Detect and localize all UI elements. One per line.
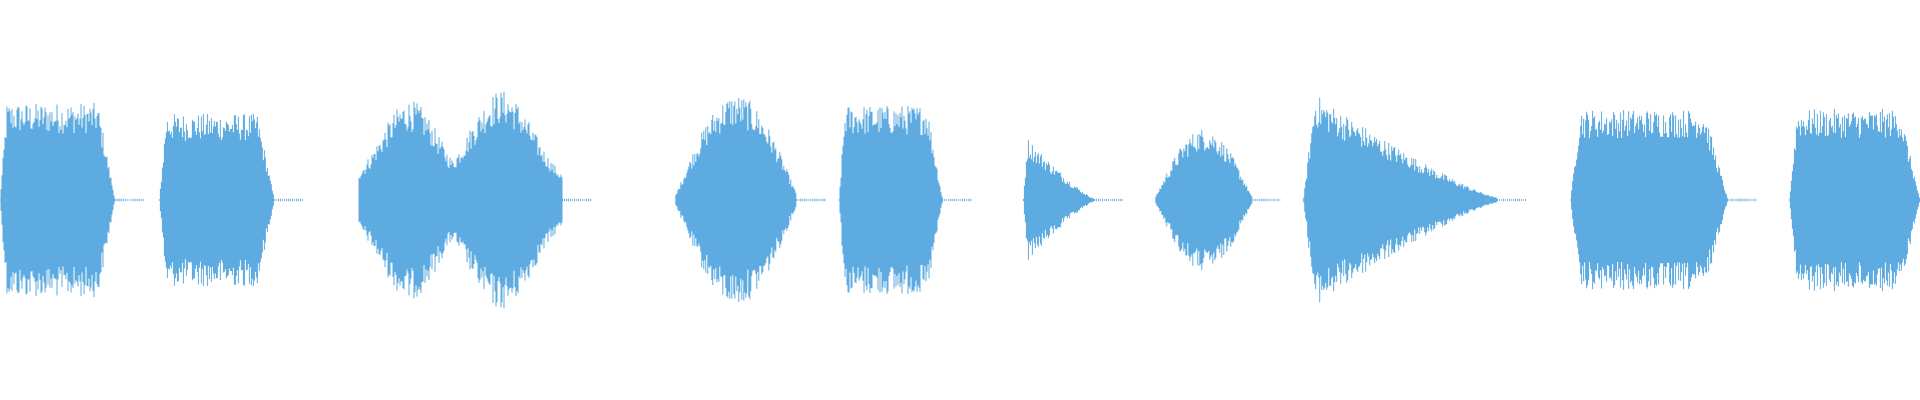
waveform-segment (1570, 110, 1757, 290)
waveform-segment (158, 113, 304, 287)
waveform-segment (1022, 140, 1123, 260)
waveform-segment-path (1155, 130, 1281, 270)
waveform-segment-path (1570, 110, 1757, 290)
waveform-segment-path (1788, 109, 1920, 291)
waveform-segment (1303, 97, 1527, 303)
waveform-segment (1788, 109, 1920, 291)
waveform-segment (0, 103, 144, 297)
waveform-segment (838, 105, 972, 295)
waveform-segment-path (838, 105, 972, 295)
waveform-segment-path (358, 91, 592, 309)
waveform-segment-path (1303, 97, 1527, 303)
waveform-segment (675, 98, 826, 302)
waveform-segment-path (158, 113, 304, 287)
waveform-segments (0, 91, 1920, 309)
waveform-segment (358, 91, 592, 309)
waveform-segment-path (675, 98, 826, 302)
waveform-segment-path (1022, 140, 1123, 260)
waveform-segment-path (0, 103, 144, 297)
waveform-segment (1155, 130, 1281, 270)
